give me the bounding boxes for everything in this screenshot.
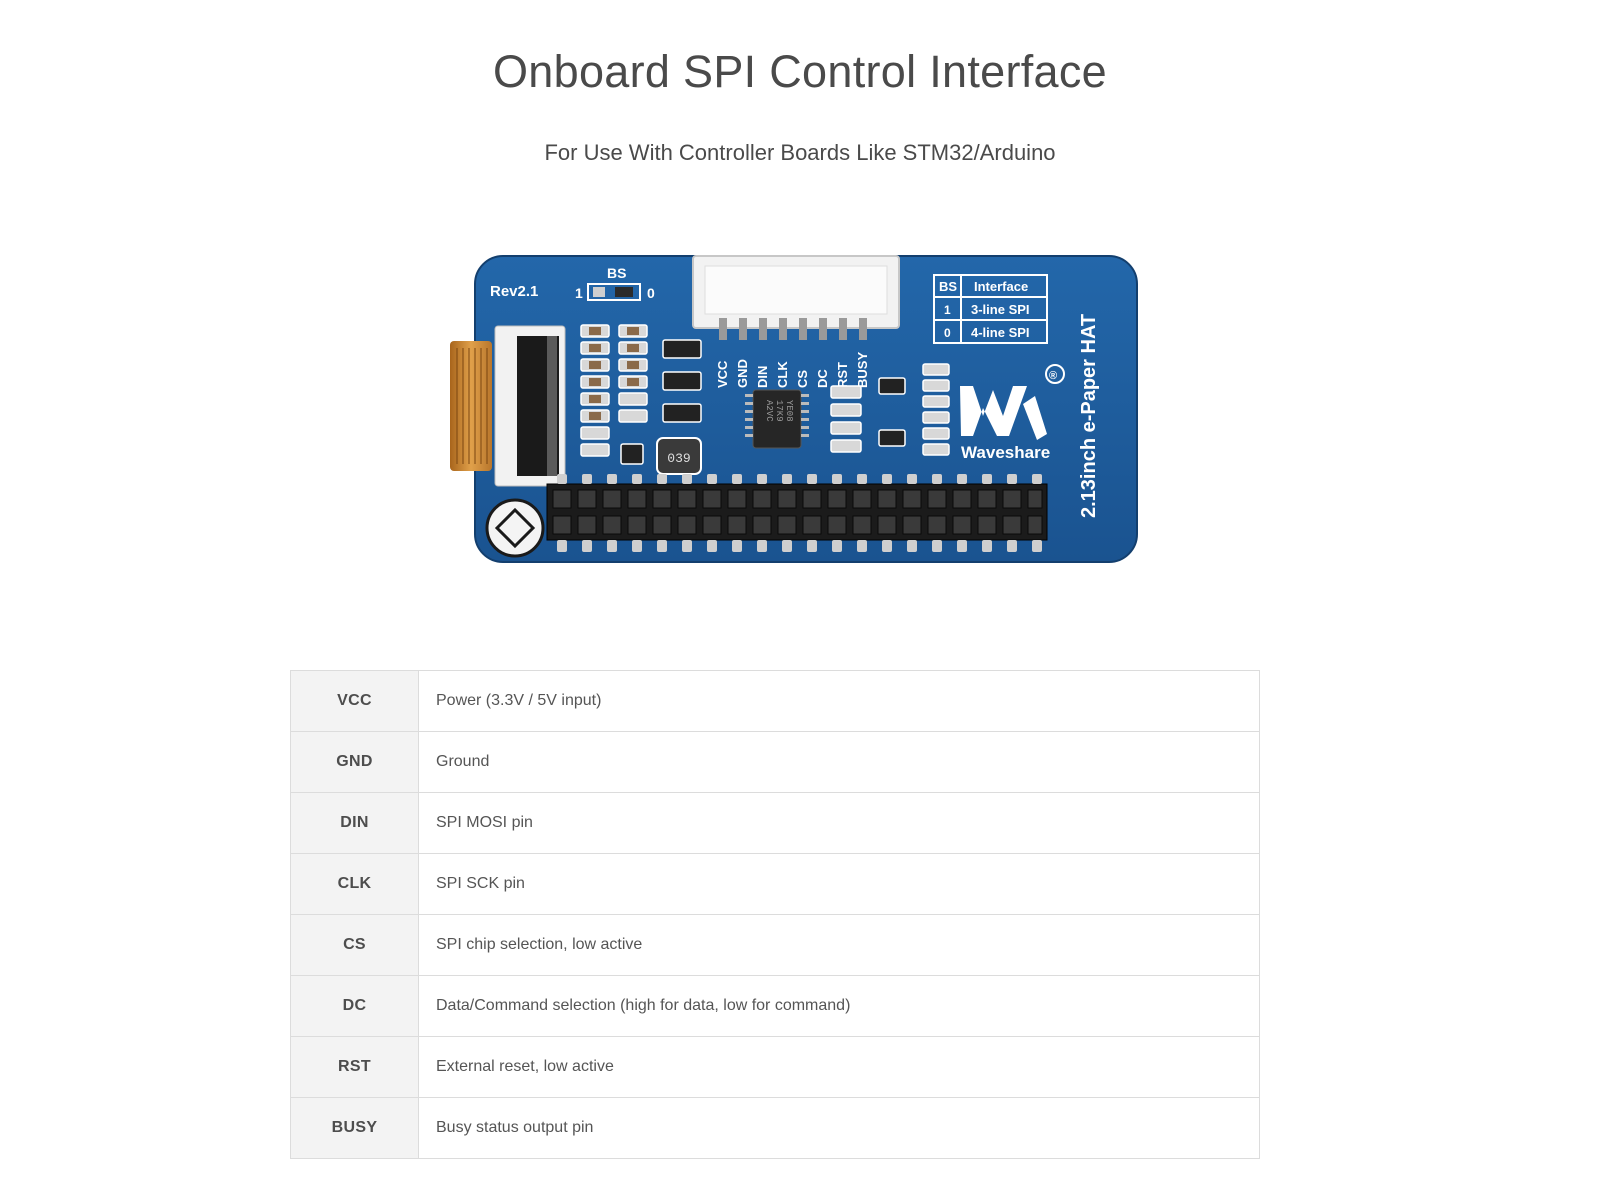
table-row: GND Ground bbox=[290, 731, 1260, 793]
pin-desc-cell: SPI SCK pin bbox=[418, 853, 1260, 915]
pin-label-vcc: VCC bbox=[715, 360, 730, 388]
gpio-header bbox=[546, 483, 1048, 541]
pin-labels: VCC GND DIN CLK CS DC RST BUSY bbox=[715, 352, 870, 388]
pin-label-dc: DC bbox=[815, 369, 830, 388]
ic-marking: YE08 17K9 A2VC bbox=[764, 400, 794, 422]
bs-one-label: 1 bbox=[575, 285, 583, 301]
connector-pins bbox=[719, 318, 867, 340]
svg-text:BS: BS bbox=[939, 279, 957, 294]
pin-name-cell: CLK bbox=[290, 853, 419, 915]
table-row: BUSY Busy status output pin bbox=[290, 1097, 1260, 1159]
page-subtitle: For Use With Controller Boards Like STM3… bbox=[544, 140, 1056, 165]
pin-desc-cell: SPI MOSI pin bbox=[418, 792, 1260, 854]
table-row: DIN SPI MOSI pin bbox=[290, 792, 1260, 854]
svg-text:A2VC: A2VC bbox=[764, 400, 774, 422]
rev-label: Rev2.1 bbox=[490, 283, 538, 300]
inductor bbox=[656, 437, 702, 475]
pin-desc-cell: Power (3.3V / 5V input) bbox=[418, 670, 1260, 732]
pin-desc-cell: Data/Command selection (high for data, l… bbox=[418, 975, 1260, 1037]
svg-text:17K9: 17K9 bbox=[774, 400, 784, 422]
svg-text:4-line SPI: 4-line SPI bbox=[971, 325, 1030, 340]
pin-desc-cell: Ground bbox=[418, 731, 1260, 793]
ffc-ribbon bbox=[450, 341, 492, 471]
registered-mark: ® bbox=[1049, 370, 1057, 382]
ffc-ribbon-lines bbox=[456, 348, 488, 464]
pin-name-cell: DIN bbox=[290, 792, 419, 854]
svg-text:Interface: Interface bbox=[974, 279, 1028, 294]
board-image: Rev2.1 BS 1 0 bbox=[435, 238, 1165, 578]
table-row: CS SPI chip selection, low active bbox=[290, 914, 1260, 976]
svg-text:0: 0 bbox=[944, 326, 951, 340]
pin-name-cell: DC bbox=[290, 975, 419, 1037]
table-row: RST External reset, low active bbox=[290, 1036, 1260, 1098]
pin-name-cell: GND bbox=[290, 731, 419, 793]
resistor-array bbox=[922, 363, 950, 456]
pin-name-cell: BUSY bbox=[290, 1097, 419, 1159]
pin-label-rst: RST bbox=[835, 362, 850, 388]
pin-label-clk: CLK bbox=[775, 361, 790, 388]
pin-label-din: DIN bbox=[755, 366, 770, 388]
product-name: 2.13inch e-Paper HAT bbox=[1078, 314, 1100, 518]
waveshare-logo-icon bbox=[960, 364, 1065, 440]
passive-components bbox=[580, 324, 648, 457]
transistors bbox=[620, 339, 702, 465]
pin-desc-cell: External reset, low active bbox=[418, 1036, 1260, 1098]
pin-name-cell: CS bbox=[290, 914, 419, 976]
brand-label: Waveshare bbox=[961, 443, 1050, 462]
pin-desc-cell: Busy status output pin bbox=[436, 1119, 594, 1136]
pin-name-cell: RST bbox=[290, 1036, 419, 1098]
bs-interface-table: BS Interface 1 3-line SPI 0 4-line SPI bbox=[933, 274, 1048, 344]
gpio-solder-pads bbox=[557, 474, 1042, 552]
inductor-marking: 039 bbox=[667, 451, 690, 466]
bs-jumper bbox=[587, 283, 641, 301]
pin-label-cs: CS bbox=[795, 370, 810, 388]
board-illustration: Rev2.1 BS 1 0 bbox=[450, 255, 1138, 563]
table-row: DC Data/Command selection (high for data… bbox=[290, 975, 1260, 1037]
pin-name-cell: VCC bbox=[290, 670, 419, 732]
bs-label: BS bbox=[607, 265, 626, 281]
table-row: CLK SPI SCK pin bbox=[290, 853, 1260, 915]
pin-label-busy: BUSY bbox=[855, 352, 870, 388]
table-row: VCC Power (3.3V / 5V input) bbox=[290, 670, 1260, 732]
pin-description-table: VCC Power (3.3V / 5V input) GND Ground D… bbox=[290, 670, 1260, 1159]
pin-desc-cell: SPI chip selection, low active bbox=[418, 914, 1260, 976]
right-components bbox=[830, 385, 862, 453]
page-title: Onboard SPI Control Interface bbox=[492, 46, 1108, 97]
svg-text:YE08: YE08 bbox=[784, 400, 794, 422]
mounting-hole bbox=[485, 498, 545, 558]
pin-label-gnd: GND bbox=[735, 359, 750, 388]
svg-text:3-line SPI: 3-line SPI bbox=[971, 302, 1030, 317]
svg-text:1: 1 bbox=[944, 303, 951, 317]
gpio-header-pins bbox=[552, 489, 1043, 535]
bs-zero-label: 0 bbox=[647, 285, 655, 301]
